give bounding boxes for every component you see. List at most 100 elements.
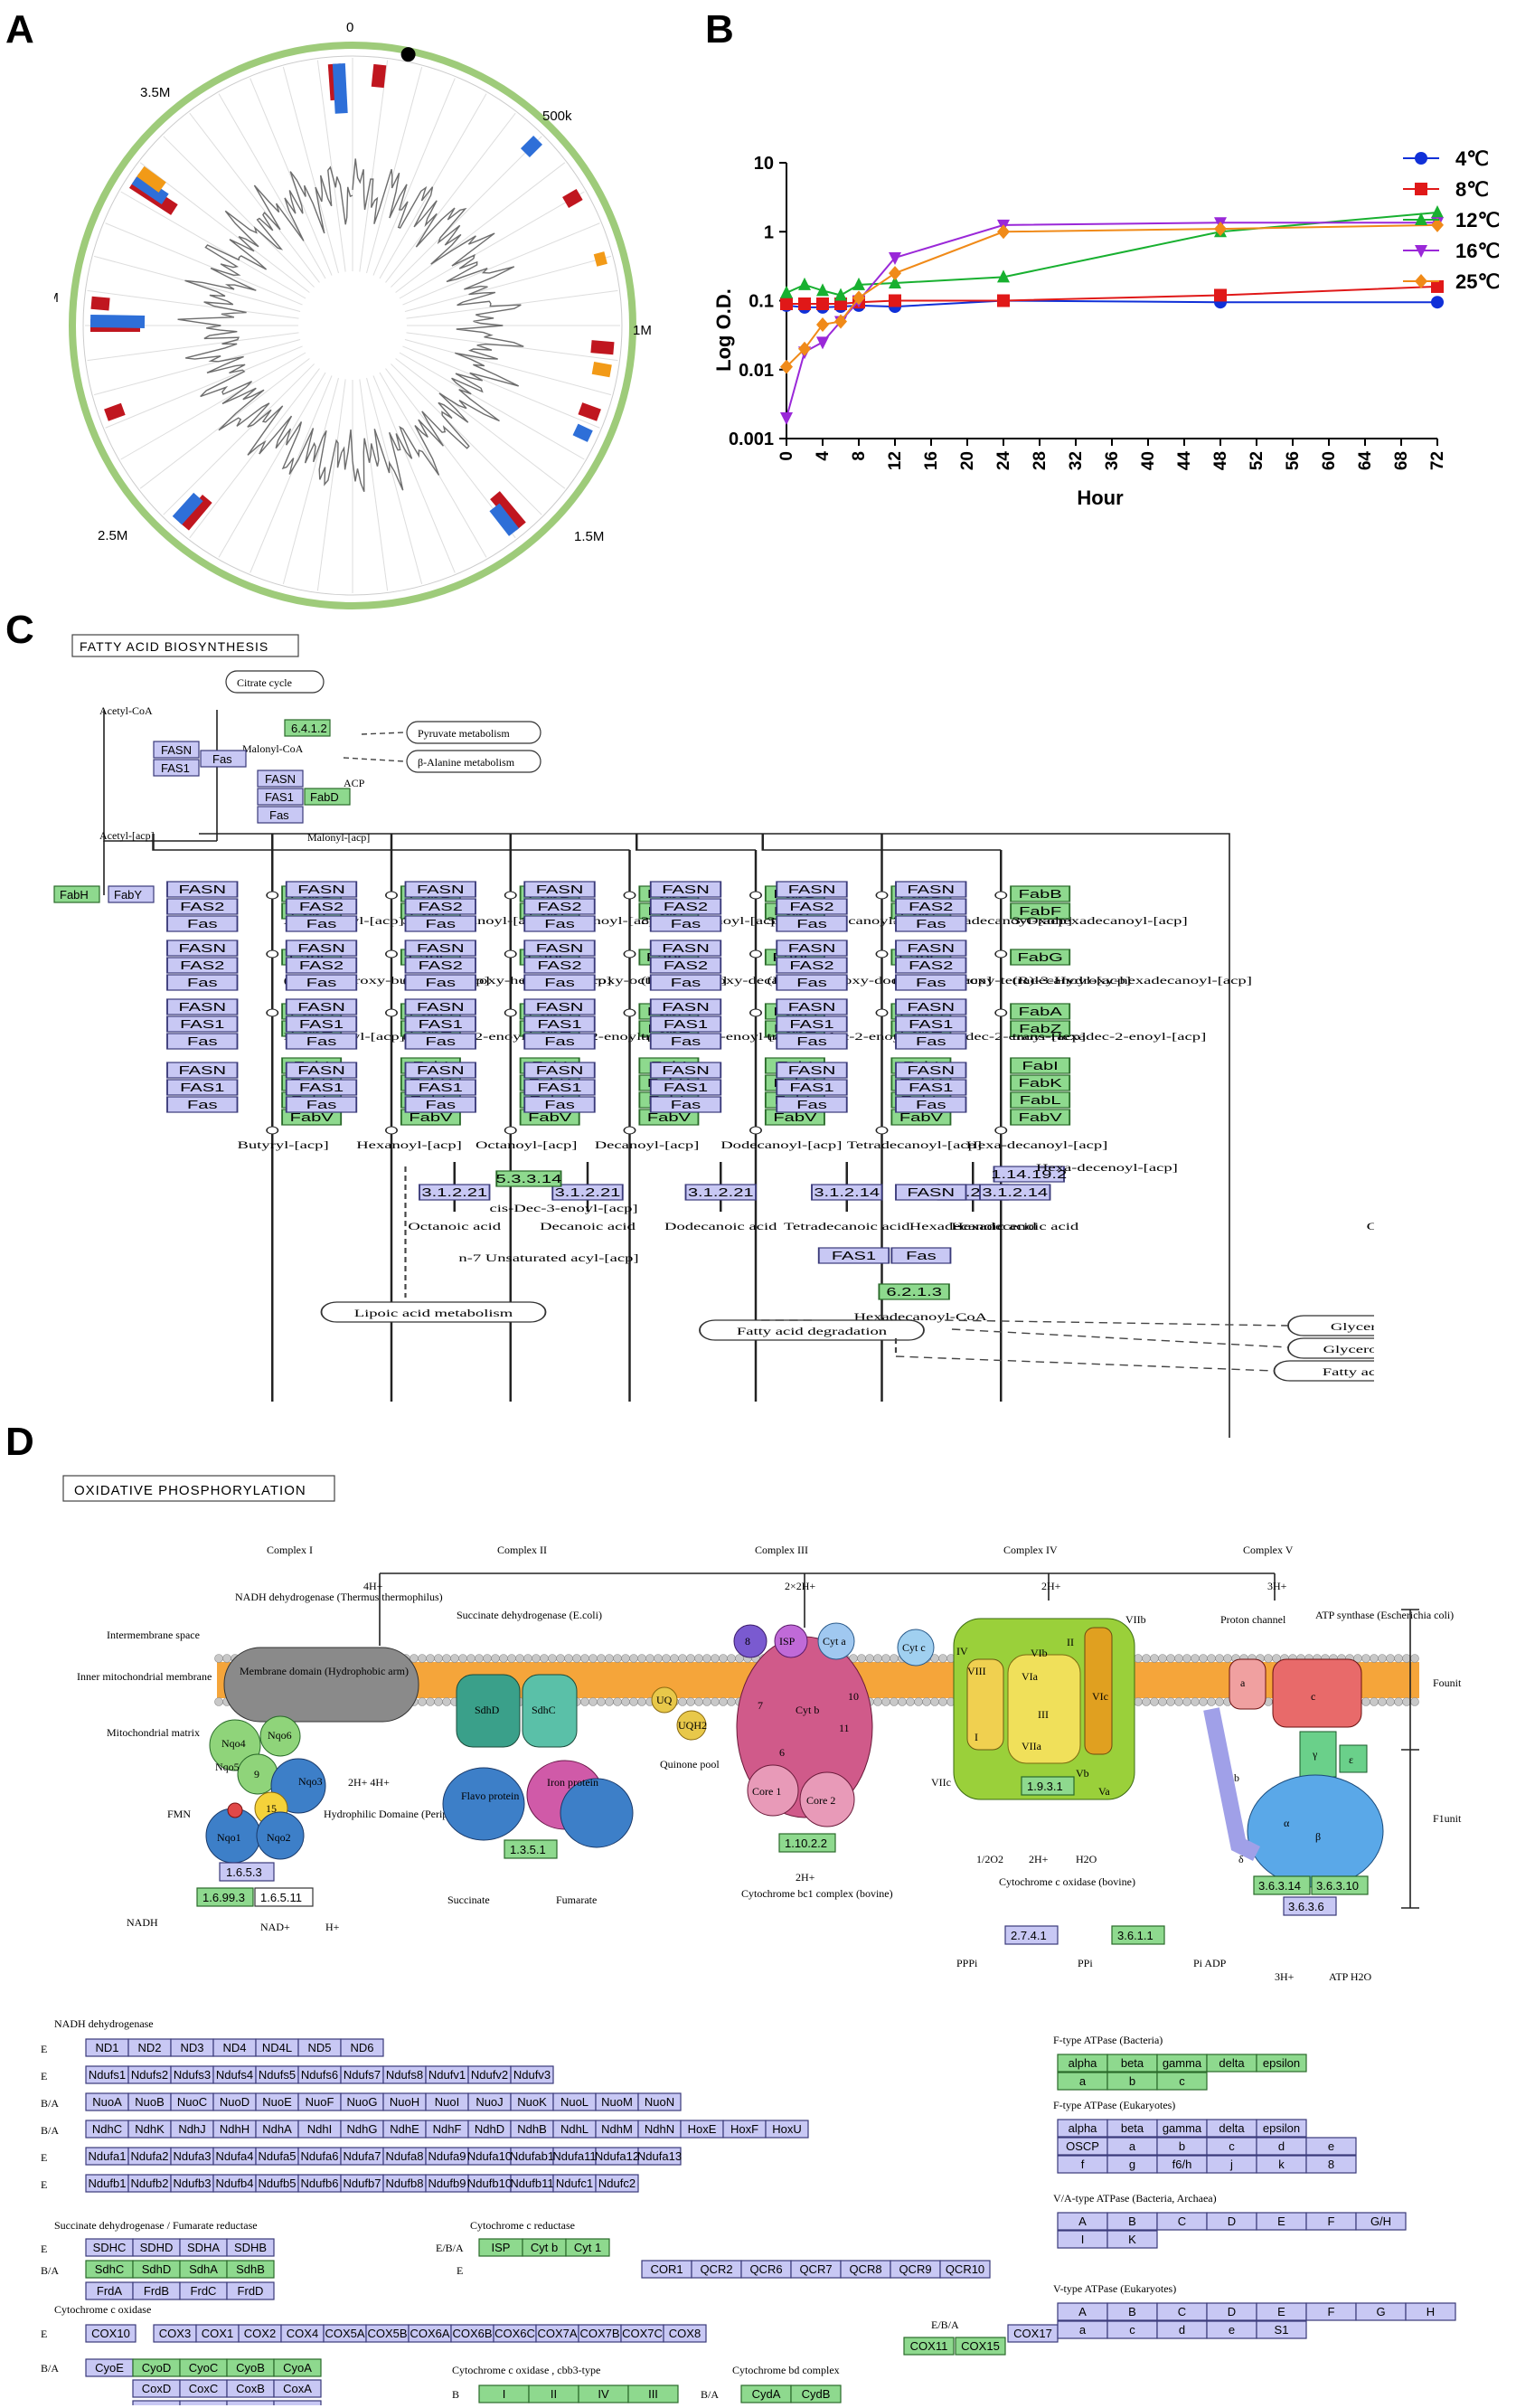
gene-cell[interactable]: NuoN [637, 2092, 682, 2111]
gene-cell[interactable]: d [1256, 2137, 1307, 2156]
gene-cell[interactable]: H [1405, 2302, 1456, 2321]
gene-cell[interactable]: Ndufa10 [467, 2147, 512, 2166]
gene-cell[interactable]: NdhF [425, 2120, 469, 2139]
gene-cell[interactable]: delta [1206, 2054, 1257, 2073]
gene-cell[interactable]: S1 [1256, 2320, 1307, 2339]
gene-cell[interactable]: Ndufb10 [467, 2174, 512, 2193]
gene-cell[interactable]: Ndufb7 [340, 2174, 384, 2193]
gene-cell[interactable]: Ndufv1 [425, 2065, 469, 2084]
gene-cell[interactable]: Ndufa6 [297, 2147, 342, 2166]
gene-cell[interactable]: NdhJ [170, 2120, 214, 2139]
gene-cell[interactable]: Ndufa12 [595, 2147, 639, 2166]
gene-cell[interactable]: D [1206, 2302, 1257, 2321]
enzyme-3-6-3-14[interactable]: 3.6.3.14 [1253, 1875, 1311, 1895]
enzyme-fas[interactable]: Fas [890, 1247, 952, 1264]
gene-cell[interactable]: NuoK [510, 2092, 554, 2111]
gene-cell[interactable]: NdhG [340, 2120, 384, 2139]
enzyme-fasn[interactable]: FASN [649, 881, 722, 898]
gene-cell[interactable]: Ndufb8 [382, 2174, 427, 2193]
gene-cell[interactable]: HoxF [722, 2120, 767, 2139]
enzyme-fasn[interactable]: FASN [404, 940, 476, 957]
gene-cell[interactable]: HoxU [765, 2120, 809, 2139]
gene-cell[interactable]: QoxB [226, 2400, 275, 2405]
gene-cell[interactable]: B [1106, 2212, 1158, 2231]
enzyme-fas[interactable]: Fas [895, 974, 967, 991]
gene-cell[interactable]: Ndufb9 [425, 2174, 469, 2193]
enzyme-fas[interactable]: Fas [895, 1033, 967, 1050]
gene-cell[interactable]: COX10 [85, 2324, 137, 2343]
enzyme-fasn[interactable]: FASN [166, 940, 239, 957]
gene-cell[interactable]: Ndufc2 [595, 2174, 639, 2193]
gene-cell[interactable]: g [1106, 2155, 1158, 2174]
enzyme-fabb[interactable]: FabB [1010, 885, 1071, 902]
gene-cell[interactable]: ND1 [85, 2038, 129, 2057]
gene-cell[interactable]: CydB [790, 2384, 842, 2403]
gene-cell[interactable]: f6/h [1156, 2155, 1208, 2174]
gene-cell[interactable]: FrdC [179, 2281, 228, 2300]
enzyme-fabv[interactable]: FabV [764, 1109, 825, 1126]
enzyme-fabv[interactable]: FabV [1010, 1109, 1071, 1126]
enzyme-fabv[interactable]: FabV [890, 1109, 952, 1126]
link-pyruvate-metabolism[interactable]: Pyruvate metabolism [406, 721, 541, 744]
enzyme-fas1[interactable]: FAS1 [523, 1079, 596, 1096]
enzyme-fas2[interactable]: FAS2 [285, 898, 358, 915]
gene-cell[interactable]: NuoJ [467, 2092, 512, 2111]
link-fa-degradation[interactable]: Fatty acid degradation [699, 1319, 925, 1341]
enzyme-fas[interactable]: Fas [285, 1096, 358, 1113]
gene-cell[interactable]: b [1106, 2072, 1158, 2091]
enzyme-fasn-top[interactable]: FASN [153, 741, 200, 759]
enzyme-fas[interactable]: Fas [895, 915, 967, 932]
gene-cell[interactable]: SdhD [132, 2260, 181, 2279]
gene-cell[interactable]: I [478, 2384, 530, 2403]
gene-cell[interactable]: ND6 [340, 2038, 384, 2057]
gene-cell[interactable]: epsilon [1256, 2119, 1307, 2138]
gene-cell[interactable]: Ndufs4 [212, 2065, 257, 2084]
enzyme-fasn[interactable]: FASN [649, 1062, 722, 1079]
gene-cell[interactable]: HoxE [680, 2120, 724, 2139]
gene-cell[interactable]: alpha [1057, 2119, 1108, 2138]
enzyme-fas1[interactable]: FAS1 [404, 1079, 476, 1096]
enzyme-fabl[interactable]: FabL [1010, 1091, 1071, 1109]
enzyme-fas[interactable]: Fas [166, 1096, 239, 1113]
gene-cell[interactable]: Ndufa5 [255, 2147, 299, 2166]
gene-cell[interactable]: SDHA [179, 2238, 228, 2257]
gene-cell[interactable]: QCR8 [840, 2260, 891, 2279]
gene-cell[interactable]: k [1256, 2155, 1307, 2174]
enzyme-fas1[interactable]: FAS1 [649, 1015, 722, 1033]
gene-cell[interactable]: CoxA [273, 2379, 322, 2398]
gene-cell[interactable]: NdhA [255, 2120, 299, 2139]
link-glycerolipid[interactable]: Glycerolipid metabolism [1287, 1315, 1374, 1336]
gene-cell[interactable]: F [1305, 2302, 1357, 2321]
enzyme-fas2[interactable]: FAS2 [166, 957, 239, 974]
gene-cell[interactable]: NdhL [552, 2120, 597, 2139]
gene-cell[interactable]: QCR7 [790, 2260, 842, 2279]
enzyme-fasn-2[interactable]: FASN [257, 770, 304, 788]
gene-cell[interactable]: ND5 [297, 2038, 342, 2057]
enzyme-fas[interactable]: Fas [895, 1096, 967, 1113]
gene-cell[interactable]: e [1206, 2320, 1257, 2339]
enzyme-fasn[interactable]: FASN [776, 1062, 848, 1079]
enzyme-3-6-1-1[interactable]: 3.6.1.1 [1111, 1925, 1165, 1945]
enzyme-fas[interactable]: Fas [404, 1096, 476, 1113]
gene-cell[interactable]: ND4 [212, 2038, 257, 2057]
enzyme-fasn[interactable]: FASN [404, 1062, 476, 1079]
enzyme-fas1[interactable]: FAS1 [776, 1079, 848, 1096]
gene-cell[interactable]: NuoA [85, 2092, 129, 2111]
enzyme-fas2[interactable]: FAS2 [776, 898, 848, 915]
enzyme-fas[interactable]: Fas [776, 915, 848, 932]
gene-cell[interactable]: COX7C [620, 2324, 664, 2343]
enzyme-1-14-19-2[interactable]: 1.14.19.2 [991, 1166, 1067, 1183]
gene-cell[interactable]: beta [1106, 2119, 1158, 2138]
gene-cell[interactable]: d [1156, 2320, 1208, 2339]
gene-cell[interactable]: SdhA [179, 2260, 228, 2279]
gene-cell[interactable]: Ndufa2 [127, 2147, 172, 2166]
gene-cell[interactable]: 8 [1305, 2155, 1357, 2174]
enzyme-1-10-2-2[interactable]: 1.10.2.2 [778, 1833, 836, 1853]
enzyme-fas2[interactable]: FAS2 [166, 898, 239, 915]
enzyme-fas1[interactable]: FAS1 [285, 1079, 358, 1096]
gene-cell[interactable]: NdhK [127, 2120, 172, 2139]
enzyme-fasn[interactable]: FASN [776, 940, 848, 957]
enzyme-fas1[interactable]: FAS1 [649, 1079, 722, 1096]
gene-cell[interactable]: b [1156, 2137, 1208, 2156]
gene-cell[interactable]: NuoC [170, 2092, 214, 2111]
